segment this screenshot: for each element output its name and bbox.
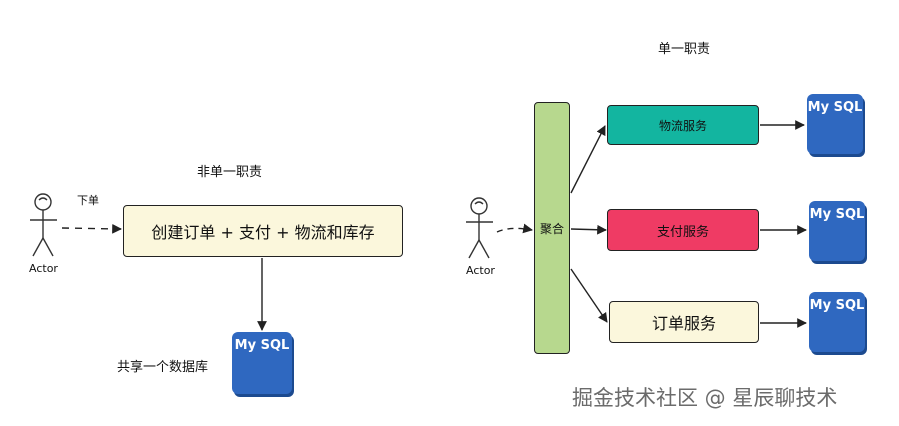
monolith-service-box: 创建订单 + 支付 + 物流和库存: [123, 205, 403, 257]
shared-mysql-db: My SQL: [232, 332, 292, 394]
logistics-mysql-db: My SQL: [807, 94, 863, 154]
left-actor-figure: [30, 193, 57, 257]
aggregate-to-logistics-arrow: [570, 125, 606, 194]
payment-service-box: 支付服务: [607, 209, 759, 251]
order-dashed-arrow: [61, 223, 122, 234]
watermark-text: 掘金技术社区 @ 星辰聊技术: [572, 386, 838, 410]
right-actor-label: Actor: [466, 264, 495, 277]
order-edge-label: 下单: [77, 194, 99, 207]
left-actor-label: Actor: [29, 262, 58, 275]
aggregate-to-payment-arrow: [570, 224, 607, 235]
shared-db-label: 共享一个数据库: [117, 360, 209, 375]
left-title: 非单一职责: [197, 165, 263, 180]
right-actor-figure: [466, 197, 493, 259]
payment-mysql-db: My SQL: [809, 201, 865, 261]
aggregate-to-order-arrow: [570, 268, 608, 323]
logistics-service-box: 物流服务: [607, 105, 759, 145]
aggregate-layer: 聚合: [534, 102, 570, 354]
order-mysql-db: My SQL: [809, 292, 865, 352]
actor-to-aggregate-arrow: [496, 223, 533, 234]
order-service-box: 订单服务: [609, 301, 759, 343]
right-title: 单一职责: [658, 42, 711, 57]
